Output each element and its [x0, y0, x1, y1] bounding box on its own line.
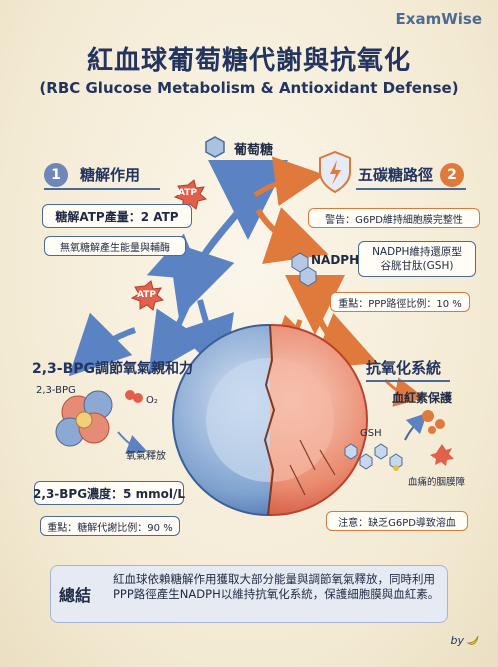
atp-tag-top: ATP: [178, 188, 198, 198]
antioxidant-underline: [366, 380, 450, 382]
damage-burst-icon: [430, 444, 454, 466]
glycolysis-arrow-1: [167, 207, 243, 319]
signature: by: [450, 634, 465, 647]
ppp-arrow-4: [310, 312, 378, 369]
nadph-note-box: NADPH維持還原型 谷胱甘肽(GSH): [358, 241, 476, 277]
summary-panel: 總結 紅血球依賴糖解作用獲取大部分能量與調節氧氣釋放，同時利用PPP路徑產生NA…: [50, 565, 448, 623]
oxygen-release-label: 氧氣釋放: [126, 451, 166, 462]
banana-icon: [466, 635, 479, 645]
glycolysis-arrow-2: [148, 298, 207, 375]
ppp-key-point-box: 重點：PPP路徑比例：10 %: [330, 292, 470, 312]
atp-star-icon-left: [130, 280, 165, 311]
glucose-label: 葡萄糖: [234, 143, 274, 158]
gsh-molecule-icon: [344, 443, 403, 471]
ppp-arrow-1: [255, 207, 329, 264]
glycolysis-underline: [44, 188, 160, 190]
nadph-label: NADPH: [311, 253, 360, 267]
glycolysis-arrow-3: [68, 312, 136, 377]
nadph-molecule-icon: [291, 252, 317, 287]
hemoglobin-dots-icon: [422, 410, 445, 434]
gsh-arrow: [404, 412, 428, 441]
membrane-damage-label: 血痛的胭膜障: [408, 477, 466, 488]
hemoglobin-protection-label: 血紅素保護: [392, 391, 453, 405]
antioxidant-arrow: [383, 377, 425, 407]
bpg-heading: 2,3-BPG調節氧氣親和力: [32, 361, 194, 377]
glucose-hexagon-icon: [205, 136, 225, 158]
atp-star-icon-top: [173, 179, 208, 210]
page-title: 紅血球葡萄糖代謝與抗氧化: [86, 46, 411, 76]
bpg-concentration-box: 2,3-BPG濃度：5 mmol/L: [33, 481, 185, 505]
brand-logo: ExamWise: [395, 10, 482, 28]
ppp-underline: [356, 188, 466, 190]
ppp-warning-box: 警告：G6PD維持細胞膜完整性: [308, 208, 480, 228]
gsh-label: GSH: [360, 428, 382, 439]
summary-text: 紅血球依賴糖解作用獲取大部分能量與調節氧氣釋放，同時利用PPP路徑產生NADPH…: [113, 572, 440, 601]
o2-label: O₂: [146, 395, 158, 406]
page-subtitle: (RBC Glucose Metabolism & Antioxidant De…: [39, 79, 459, 97]
antioxidant-heading: 抗氧化系統: [366, 359, 442, 377]
ppp-heading: 五碳糖路徑: [358, 166, 434, 184]
red-blood-cell-illustration: [172, 324, 368, 516]
ppp-arrow-2: [253, 156, 325, 207]
glycolysis-arrow-5: [146, 233, 203, 280]
oxygen-release-arrow: [117, 431, 148, 454]
g6pd-caution-box: 注意：缺乏G6PD導致溶血: [326, 511, 468, 531]
shield-icon: [319, 150, 351, 194]
o2-molecule-icon: [125, 390, 143, 403]
bpg-hemoglobin-illustration: [55, 390, 113, 447]
atp-tag-left: ATP: [137, 290, 157, 300]
glycolysis-atp-yield-box: 糖解ATP產量：2 ATP: [42, 204, 192, 228]
bpg-molecule-label: 2,3-BPG: [36, 385, 76, 396]
nadph-note-line-2: 谷胱甘肽(GSH): [380, 260, 454, 272]
glycolysis-heading: 糖解作用: [80, 166, 141, 184]
nadph-note-line-1: NADPH維持還原型: [372, 246, 462, 258]
glycolysis-note-box: 無氧糖解產生能量與輔酶: [44, 236, 186, 256]
bpg-key-point-box: 重點：糖解代謝比例：90 %: [40, 516, 180, 536]
ppp-number-badge: 2: [440, 163, 464, 187]
glycolysis-number-badge: 1: [44, 163, 68, 187]
summary-label: 總結: [59, 586, 92, 605]
